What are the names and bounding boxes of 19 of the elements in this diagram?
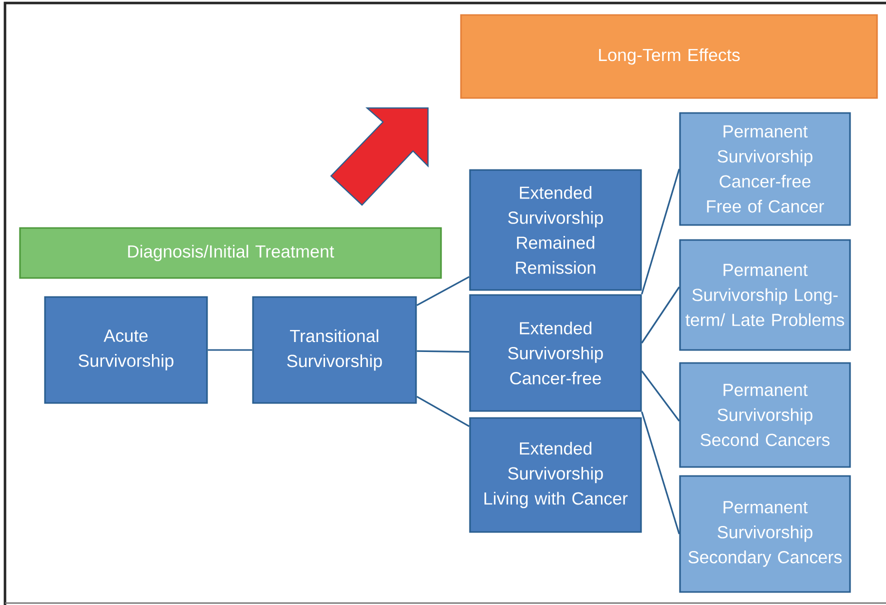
stage-box: Extended Survivorship Living with Cancer (469, 417, 642, 533)
connector-line (641, 370, 680, 422)
outcome-box: Permanent Survivorship Secondary Cancers (679, 475, 851, 593)
connector-line (416, 350, 470, 353)
connector-line (641, 168, 680, 294)
connector-line (641, 412, 680, 534)
stage-box: Extended Survivorship Cancer-free (469, 294, 642, 412)
heading-box: Long-Term Effects (460, 14, 878, 99)
connector-line (416, 276, 470, 306)
connector-line (641, 286, 680, 344)
stage-box: Extended Survivorship Remained Remission (469, 169, 642, 291)
outcome-box: Permanent Survivorship Second Cancers (679, 362, 851, 468)
stage-box: Acute Survivorship (44, 296, 208, 404)
outcome-box: Permanent Survivorship Long-term/ Late Problems (679, 239, 851, 351)
connector-line (416, 396, 470, 427)
stage-band: Diagnosis/Initial Treatment (19, 227, 442, 279)
stage-box: Transitional Survivorship (252, 296, 417, 404)
connector-line (208, 349, 252, 351)
outcome-box: Permanent Survivorship Cancer-free Free of Cancer (679, 112, 851, 226)
